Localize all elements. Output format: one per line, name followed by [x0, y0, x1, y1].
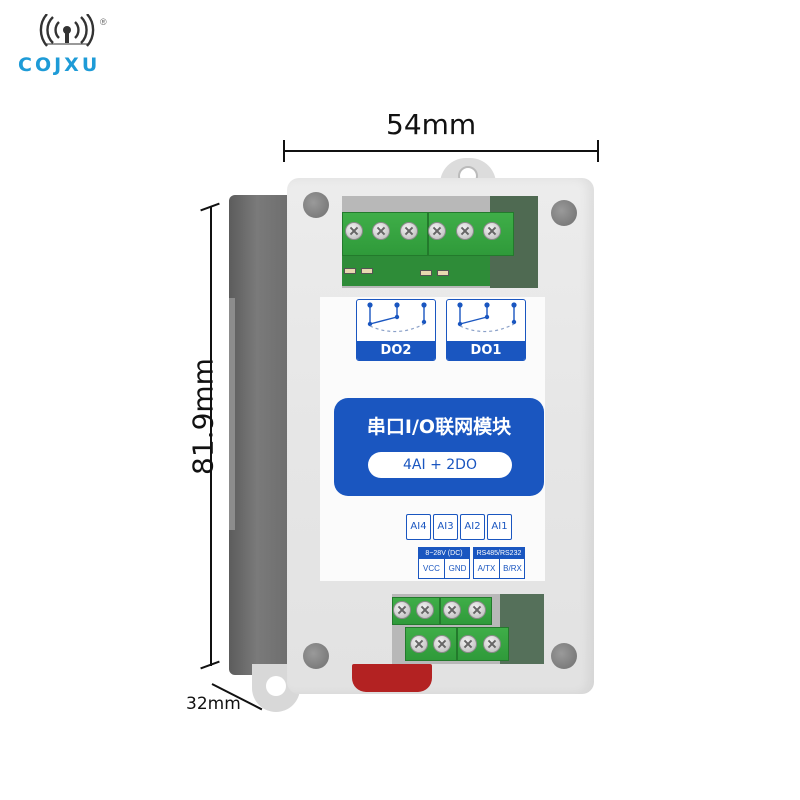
width-dimension-line [283, 150, 599, 152]
height-dimension-label: 81.9mm [186, 358, 220, 475]
terminal-screw-icon[interactable] [468, 601, 486, 619]
product-io-spec: 4AI + 2DO [368, 452, 512, 478]
corner-screw-hole-icon [303, 643, 329, 669]
terminal-screw-icon[interactable] [400, 222, 418, 240]
brand-name: COJXU [18, 54, 101, 76]
terminal-screw-icon[interactable] [410, 635, 428, 653]
output-do1: DO1 [446, 299, 526, 361]
smd-component [344, 268, 356, 274]
width-dimension-label: 54mm [386, 108, 477, 141]
power-pin-group: 8~28V (DC) VCC GND [418, 547, 470, 579]
din-rail-groove [229, 298, 235, 530]
height-dimension-line [210, 206, 212, 666]
terminal-screw-icon[interactable] [443, 601, 461, 619]
corner-screw-hole-icon [303, 192, 329, 218]
antenna-broadcast-icon [39, 14, 95, 47]
pin-vcc: VCC [419, 559, 445, 579]
brand-logo: ® COJXU [14, 8, 124, 76]
product-title-card: 串口I/O联网模块 4AI + 2DO [334, 398, 544, 496]
terminal-screw-icon[interactable] [433, 635, 451, 653]
terminal-screw-icon[interactable] [483, 635, 501, 653]
product-title: 串口I/O联网模块 [366, 416, 512, 438]
corner-screw-hole-icon [551, 200, 577, 226]
terminal-screw-icon[interactable] [456, 222, 474, 240]
output-do2: DO2 [356, 299, 436, 361]
serial-pin-group: RS485/RS232 A/TX B/RX [473, 547, 525, 579]
width-dimension-tick-right [597, 140, 599, 162]
terminal-screw-icon[interactable] [459, 635, 477, 653]
corner-screw-hole-icon [551, 643, 577, 669]
smd-component [361, 268, 373, 274]
power-spec: 8~28V (DC) [419, 548, 469, 559]
analog-input-ai4: AI4 [406, 514, 431, 540]
terminal-screw-icon[interactable] [416, 601, 434, 619]
terminal-screw-icon[interactable] [483, 222, 501, 240]
pin-a-tx: A/TX [474, 559, 500, 579]
analog-input-ai1: AI1 [487, 514, 512, 540]
mounting-hole [266, 676, 286, 696]
terminal-screw-icon[interactable] [428, 222, 446, 240]
analog-input-ai2: AI2 [460, 514, 485, 540]
pin-b-rx: B/RX [503, 564, 522, 573]
smd-component [437, 270, 449, 276]
terminal-screw-icon[interactable] [345, 222, 363, 240]
pin-gnd: GND [448, 564, 467, 573]
width-dimension-tick-left [283, 140, 285, 162]
serial-spec: RS485/RS232 [474, 548, 524, 559]
depth-dimension-label: 32mm [186, 694, 241, 714]
terminal-screw-icon[interactable] [393, 601, 411, 619]
relay-switch-icon [367, 302, 427, 333]
output-label: DO1 [447, 341, 525, 360]
relay-switch-icon [457, 302, 517, 333]
registered-mark: ® [100, 17, 107, 27]
smd-component [420, 270, 432, 276]
output-label: DO2 [357, 341, 435, 360]
analog-input-ai3: AI3 [433, 514, 458, 540]
terminal-screw-icon[interactable] [372, 222, 390, 240]
din-rail-clip[interactable] [352, 664, 432, 692]
